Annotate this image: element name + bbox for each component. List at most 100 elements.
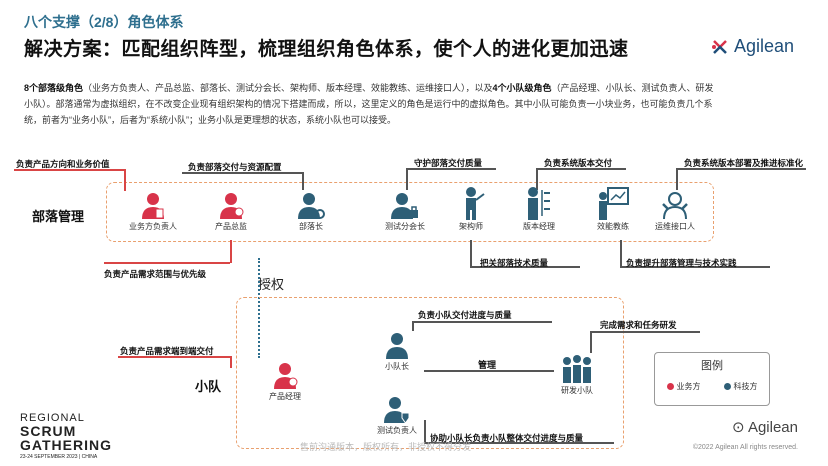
shield-person-icon [384,397,410,424]
copyright-text: ©2022 Agilean All rights reserved. [692,444,798,451]
authorization-connector [258,258,260,358]
description-text: 8个部落级角色（业务方负责人、产品总监、部落长、测试分会长、架构师、版本经理、效… [24,80,714,128]
annotation-line [424,442,614,444]
watermark-text: 售前沟通版本，版权所有，非授权不得分发 [300,442,472,452]
role-label: 效能教练 [597,222,629,231]
role-label: 小队长 [385,362,409,371]
conference-date: 23-24 SEPTEMBER 2023 | CHINA [20,454,98,460]
conference-line1: REGIONAL [20,412,85,424]
annotation-line [14,169,124,171]
business-person-icon [142,193,164,219]
role-product-director: 产品总监 [196,190,266,232]
annotation-line [536,168,626,170]
role-squad-lead: 小队长 [362,330,432,372]
annotation-test-chapter: 守护部落交付质量 [414,158,483,168]
conference-logo: REGIONAL SCRUM GATHERING 23-24 SEPTEMBER… [20,412,112,460]
annotation-product-director: 负责产品需求范围与优先级 [104,269,207,279]
role-label: 测试负责人 [377,426,417,435]
annotation-line [536,168,538,190]
role-product-manager: 产品经理 [250,360,320,402]
annotation-line [230,356,232,368]
management-line [424,370,554,372]
tribe-label: 部落管理 [32,209,85,224]
logo-text: Agilean [733,36,794,56]
role-label: 产品总监 [215,222,247,231]
wechat-brand-text: Agilean [747,419,798,436]
conference-line2: SCRUM [20,423,77,439]
annotation-ops: 负责系统版本部署及推进标准化 [684,158,804,168]
management-label: 管理 [478,360,497,370]
role-test-lead: 测试负责人 [362,394,432,436]
role-label: 架构师 [459,222,483,231]
annotation-dev-squad: 完成需求和任务研发 [600,320,677,330]
role-test-chapter-lead: 测试分会长 [370,190,440,232]
business-dot-icon [666,383,674,391]
annotation-line [676,168,806,170]
role-ops-contact: 运维接口人 [640,190,710,232]
annotation-architect: 把关部落技术质量 [480,258,549,268]
annotation-squad-lead: 负责小队交付进度与质量 [418,310,512,320]
role-release-manager: 版本经理 [504,186,574,232]
desc-part-a: （业务方负责人、产品总监、部落长、测试分会长、架构师、版本经理、效能教练、运维接… [83,83,493,93]
annotation-line [620,266,770,268]
annotation-line [424,420,426,443]
role-label: 研发小队 [561,386,593,395]
wechat-brand: ⊙ Agilean [732,418,798,436]
section-subtitle: 八个支撑（2/8）角色体系 [24,14,184,30]
desc-bold-squad-roles: 4个小队级角色 [492,83,552,93]
agilean-logo: Agilean [710,36,794,57]
role-business-owner: 业务方负责人 [118,190,188,232]
role-label: 产品经理 [269,392,301,401]
role-label: 运维接口人 [655,222,695,231]
person-icon [386,333,408,359]
annotation-test-lead: 协助小队长负责小队整体交付进度与质量 [430,433,584,443]
annotation-line [104,262,230,264]
role-architect: 架构师 [436,186,506,232]
legend-business-label: 业务方 [676,382,701,391]
annotation-business-owner: 负责产品方向和业务价值 [16,159,110,169]
legend: 图例 业务方 科技方 [654,352,770,406]
annotation-line [406,168,496,170]
annotation-line [590,331,700,333]
annotation-product-manager: 负责产品需求端到端交付 [120,346,214,356]
agilean-mark-icon [711,39,727,54]
legend-item-business: 业务方 [666,381,701,392]
legend-tech-label: 科技方 [733,382,758,391]
annotation-line [182,172,302,174]
page-title: 解决方案：匹配组织阵型，梳理组织角色体系，使个人的进化更加迅速 [24,39,629,60]
authorization-label: 授权 [258,277,285,292]
role-tribe-lead: 部落长 [276,190,346,232]
desc-part-b: （产品经理、小队长、测试负责人、研发小队）。部落通常为虚拟组织，在不改变企业现有… [24,83,714,125]
desc-bold-tribe-roles: 8个部落级角色 [24,83,84,93]
annotation-release-manager: 负责系统版本交付 [544,158,613,168]
annotation-line [412,321,414,331]
business-person-icon [220,193,244,219]
annotation-tribe-lead: 负责部落交付与资源配置 [188,162,282,172]
checklist-person-icon [528,187,550,220]
squad-container [236,297,624,449]
annotation-line [406,168,408,190]
tribe-container [106,182,714,242]
annotation-line [590,331,592,353]
role-dev-squad: 研发小队 [542,354,612,396]
presenter-icon [466,187,485,220]
annotation-line [118,356,230,358]
conference-line3: GATHERING [20,437,112,453]
annotation-line [302,172,304,190]
squad-label: 小队 [195,379,222,394]
annotation-line [124,169,126,191]
annotation-line [676,168,678,190]
wrench-person-icon [662,192,688,220]
business-person-icon [274,363,298,389]
wechat-icon: ⊙ [732,419,748,436]
gear-person-icon [298,193,325,219]
role-label: 版本经理 [523,222,555,231]
tech-dot-icon [723,383,731,391]
annotation-coach: 负责提升部落管理与技术实践 [626,258,737,268]
annotation-line [620,240,622,267]
team-icon [563,355,591,383]
role-label: 部落长 [299,222,323,231]
role-label: 业务方负责人 [129,222,177,231]
annotation-line [230,240,232,263]
lock-person-icon [391,193,418,219]
